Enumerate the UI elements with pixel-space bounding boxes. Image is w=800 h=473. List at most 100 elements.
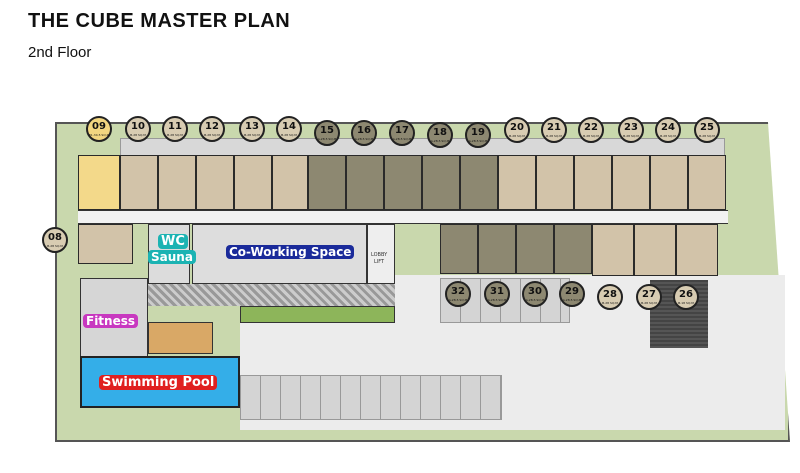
- unit-number: 16: [357, 125, 371, 136]
- parking-bottom: [240, 375, 502, 420]
- unit-area: A-28.5 SQ.M: [448, 298, 468, 302]
- lift-label: LIFT: [374, 259, 385, 265]
- unit-number: 13: [245, 121, 259, 132]
- unit-number: 18: [433, 127, 447, 138]
- unit-area: A-28.5 SQ.M: [468, 139, 488, 143]
- unit-29-room[interactable]: [554, 224, 592, 274]
- unit-number: 29: [565, 286, 579, 297]
- unit-22-room[interactable]: [574, 155, 612, 210]
- unit-14-room[interactable]: [272, 155, 308, 210]
- unit-area: B-28 SQ.M: [546, 134, 562, 138]
- unit-19-room[interactable]: [460, 155, 498, 210]
- unit-area: B-28 SQ.M: [167, 133, 183, 137]
- unit-23-room[interactable]: [612, 155, 650, 210]
- unit-number: 08: [48, 232, 62, 243]
- unit-number: 12: [205, 121, 219, 132]
- floor-subtitle: 2nd Floor: [28, 44, 92, 61]
- sauna-label: Sauna: [148, 250, 196, 264]
- page-title: THE CUBE MASTER PLAN: [28, 10, 291, 32]
- unit-26-room[interactable]: [676, 224, 718, 276]
- unit-number: 21: [547, 122, 561, 133]
- unit-area: A-28.5 SQ.M: [430, 139, 450, 143]
- unit-number: 25: [700, 122, 714, 133]
- unit-area: A-28.5 SQ.M: [392, 137, 412, 141]
- unit-08-room[interactable]: [78, 224, 133, 264]
- unit-21-room[interactable]: [536, 155, 574, 210]
- unit-27-room[interactable]: [634, 224, 676, 276]
- unit-12-room[interactable]: [196, 155, 234, 210]
- unit-24-room[interactable]: [650, 155, 688, 210]
- unit-number: 17: [395, 125, 409, 136]
- unit-area: B-28 SQ.M: [583, 134, 599, 138]
- unit-area: B-28 SQ.M: [641, 301, 657, 305]
- unit-25-room[interactable]: [688, 155, 726, 210]
- unit-32-room[interactable]: [440, 224, 478, 274]
- deck: [148, 284, 395, 306]
- unit-13-room[interactable]: [234, 155, 272, 210]
- unit-28-room[interactable]: [592, 224, 634, 276]
- fitness-label: Fitness: [83, 314, 139, 328]
- lobby-label: LOBBY: [371, 252, 388, 258]
- planters: [240, 306, 395, 323]
- corridor: [78, 210, 728, 224]
- unit-18-room[interactable]: [422, 155, 460, 210]
- unit-area: A-28.5 SQ.M: [562, 298, 582, 302]
- unit-area: B-28 SQ.M: [660, 134, 676, 138]
- coworking-label: Co-Working Space: [226, 245, 355, 259]
- unit-number: 32: [451, 286, 465, 297]
- lobby-room: [367, 224, 395, 284]
- unit-area: B-28 SQ.M: [509, 134, 525, 138]
- unit-11-room[interactable]: [158, 155, 196, 210]
- unit-10-room[interactable]: [120, 155, 158, 210]
- unit-15-room[interactable]: [308, 155, 346, 210]
- unit-area: B-28 SQ.M: [623, 134, 639, 138]
- unit-20-room[interactable]: [498, 155, 536, 210]
- unit-number: 10: [131, 121, 145, 132]
- unit-number: 11: [168, 121, 182, 132]
- wc-label: WC: [158, 234, 188, 249]
- unit-number: 09: [92, 121, 106, 132]
- unit-number: 30: [528, 286, 542, 297]
- unit-area: B-28 SQ.M: [699, 134, 715, 138]
- unit-number: 31: [490, 286, 504, 297]
- unit-31-room[interactable]: [478, 224, 516, 274]
- unit-number: 27: [642, 289, 656, 300]
- unit-area: B-28 SQ.M: [281, 133, 297, 137]
- unit-area: B-28 SQ.M: [130, 133, 146, 137]
- unit-17-room[interactable]: [384, 155, 422, 210]
- swimming-pool-label: Swimming Pool: [99, 375, 218, 390]
- unit-09-room[interactable]: [78, 155, 120, 210]
- unit-number: 26: [679, 289, 693, 300]
- unit-30-room[interactable]: [516, 224, 554, 274]
- unit-number: 28: [603, 289, 617, 300]
- wood-deck: [148, 322, 213, 354]
- unit-area: A-28.5 SQ.M: [487, 298, 507, 302]
- unit-number: 15: [320, 125, 334, 136]
- unit-16-room[interactable]: [346, 155, 384, 210]
